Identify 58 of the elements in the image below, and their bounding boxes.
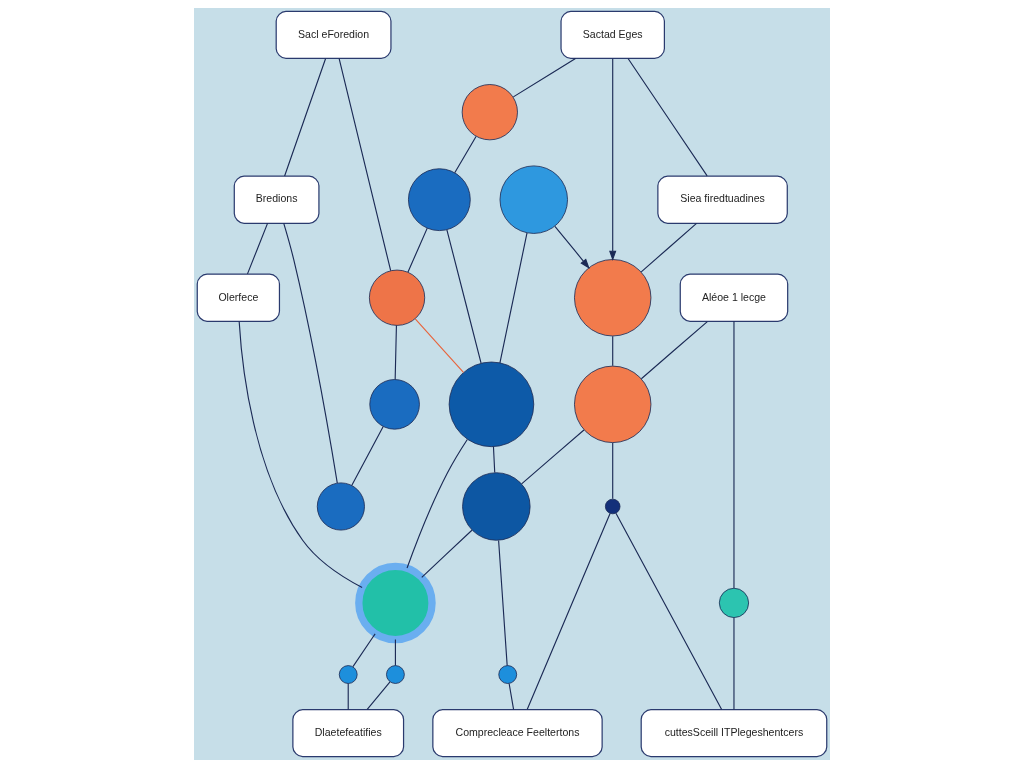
arrow [554,225,590,269]
connector [406,438,468,569]
connector [352,633,376,668]
connector [238,320,363,589]
connector [394,638,396,666]
connector [640,222,698,273]
connector [526,512,611,710]
node-circle [498,665,518,684]
connector [394,325,397,380]
connector [521,429,585,485]
connector [512,58,577,98]
node-box: Bredions [233,175,320,224]
connector [499,232,528,364]
node-circle [605,498,621,515]
connector [283,222,338,484]
connector [414,318,465,373]
connector [421,529,473,578]
node-circle [448,361,535,448]
connector [498,540,508,667]
connector [733,617,735,711]
node-circle [316,482,365,531]
connector [246,222,269,275]
node-box: Comprecleace Feeltertons [432,708,603,758]
node-box: Siea firedtuadines [657,175,788,224]
connector [347,682,349,710]
node-box: Sactad Eges [560,10,665,60]
connector [366,681,391,710]
node-circle [338,665,358,684]
node-box: Sacl eForedion [275,10,392,60]
connector [733,320,735,589]
node-box: Aléoe 1 lecge [679,273,789,322]
node-circle [369,379,420,430]
connector [454,135,477,174]
connector [612,442,614,500]
connector [640,321,708,380]
connector [508,682,515,710]
connector [612,335,614,367]
connector [627,58,708,177]
node-circle [718,587,750,618]
node-circle [499,165,568,234]
connector [446,229,482,364]
node-circle [462,472,531,541]
node-circle [408,168,471,231]
connector [338,58,392,272]
node-box: cuttesSceill ITPlegeshentcers [640,708,828,758]
node-circle [368,269,426,326]
connector [284,58,327,177]
node-circle [355,562,436,644]
node-circle [574,365,652,443]
connector [615,512,723,711]
connector [351,425,384,486]
node-box: Dlaetefeatifies [292,708,405,758]
node-circle [461,84,518,141]
connector [407,227,428,273]
node-circle [386,665,405,684]
node-box: Olerfece [196,273,281,322]
connector [492,446,496,474]
arrow [609,58,617,262]
